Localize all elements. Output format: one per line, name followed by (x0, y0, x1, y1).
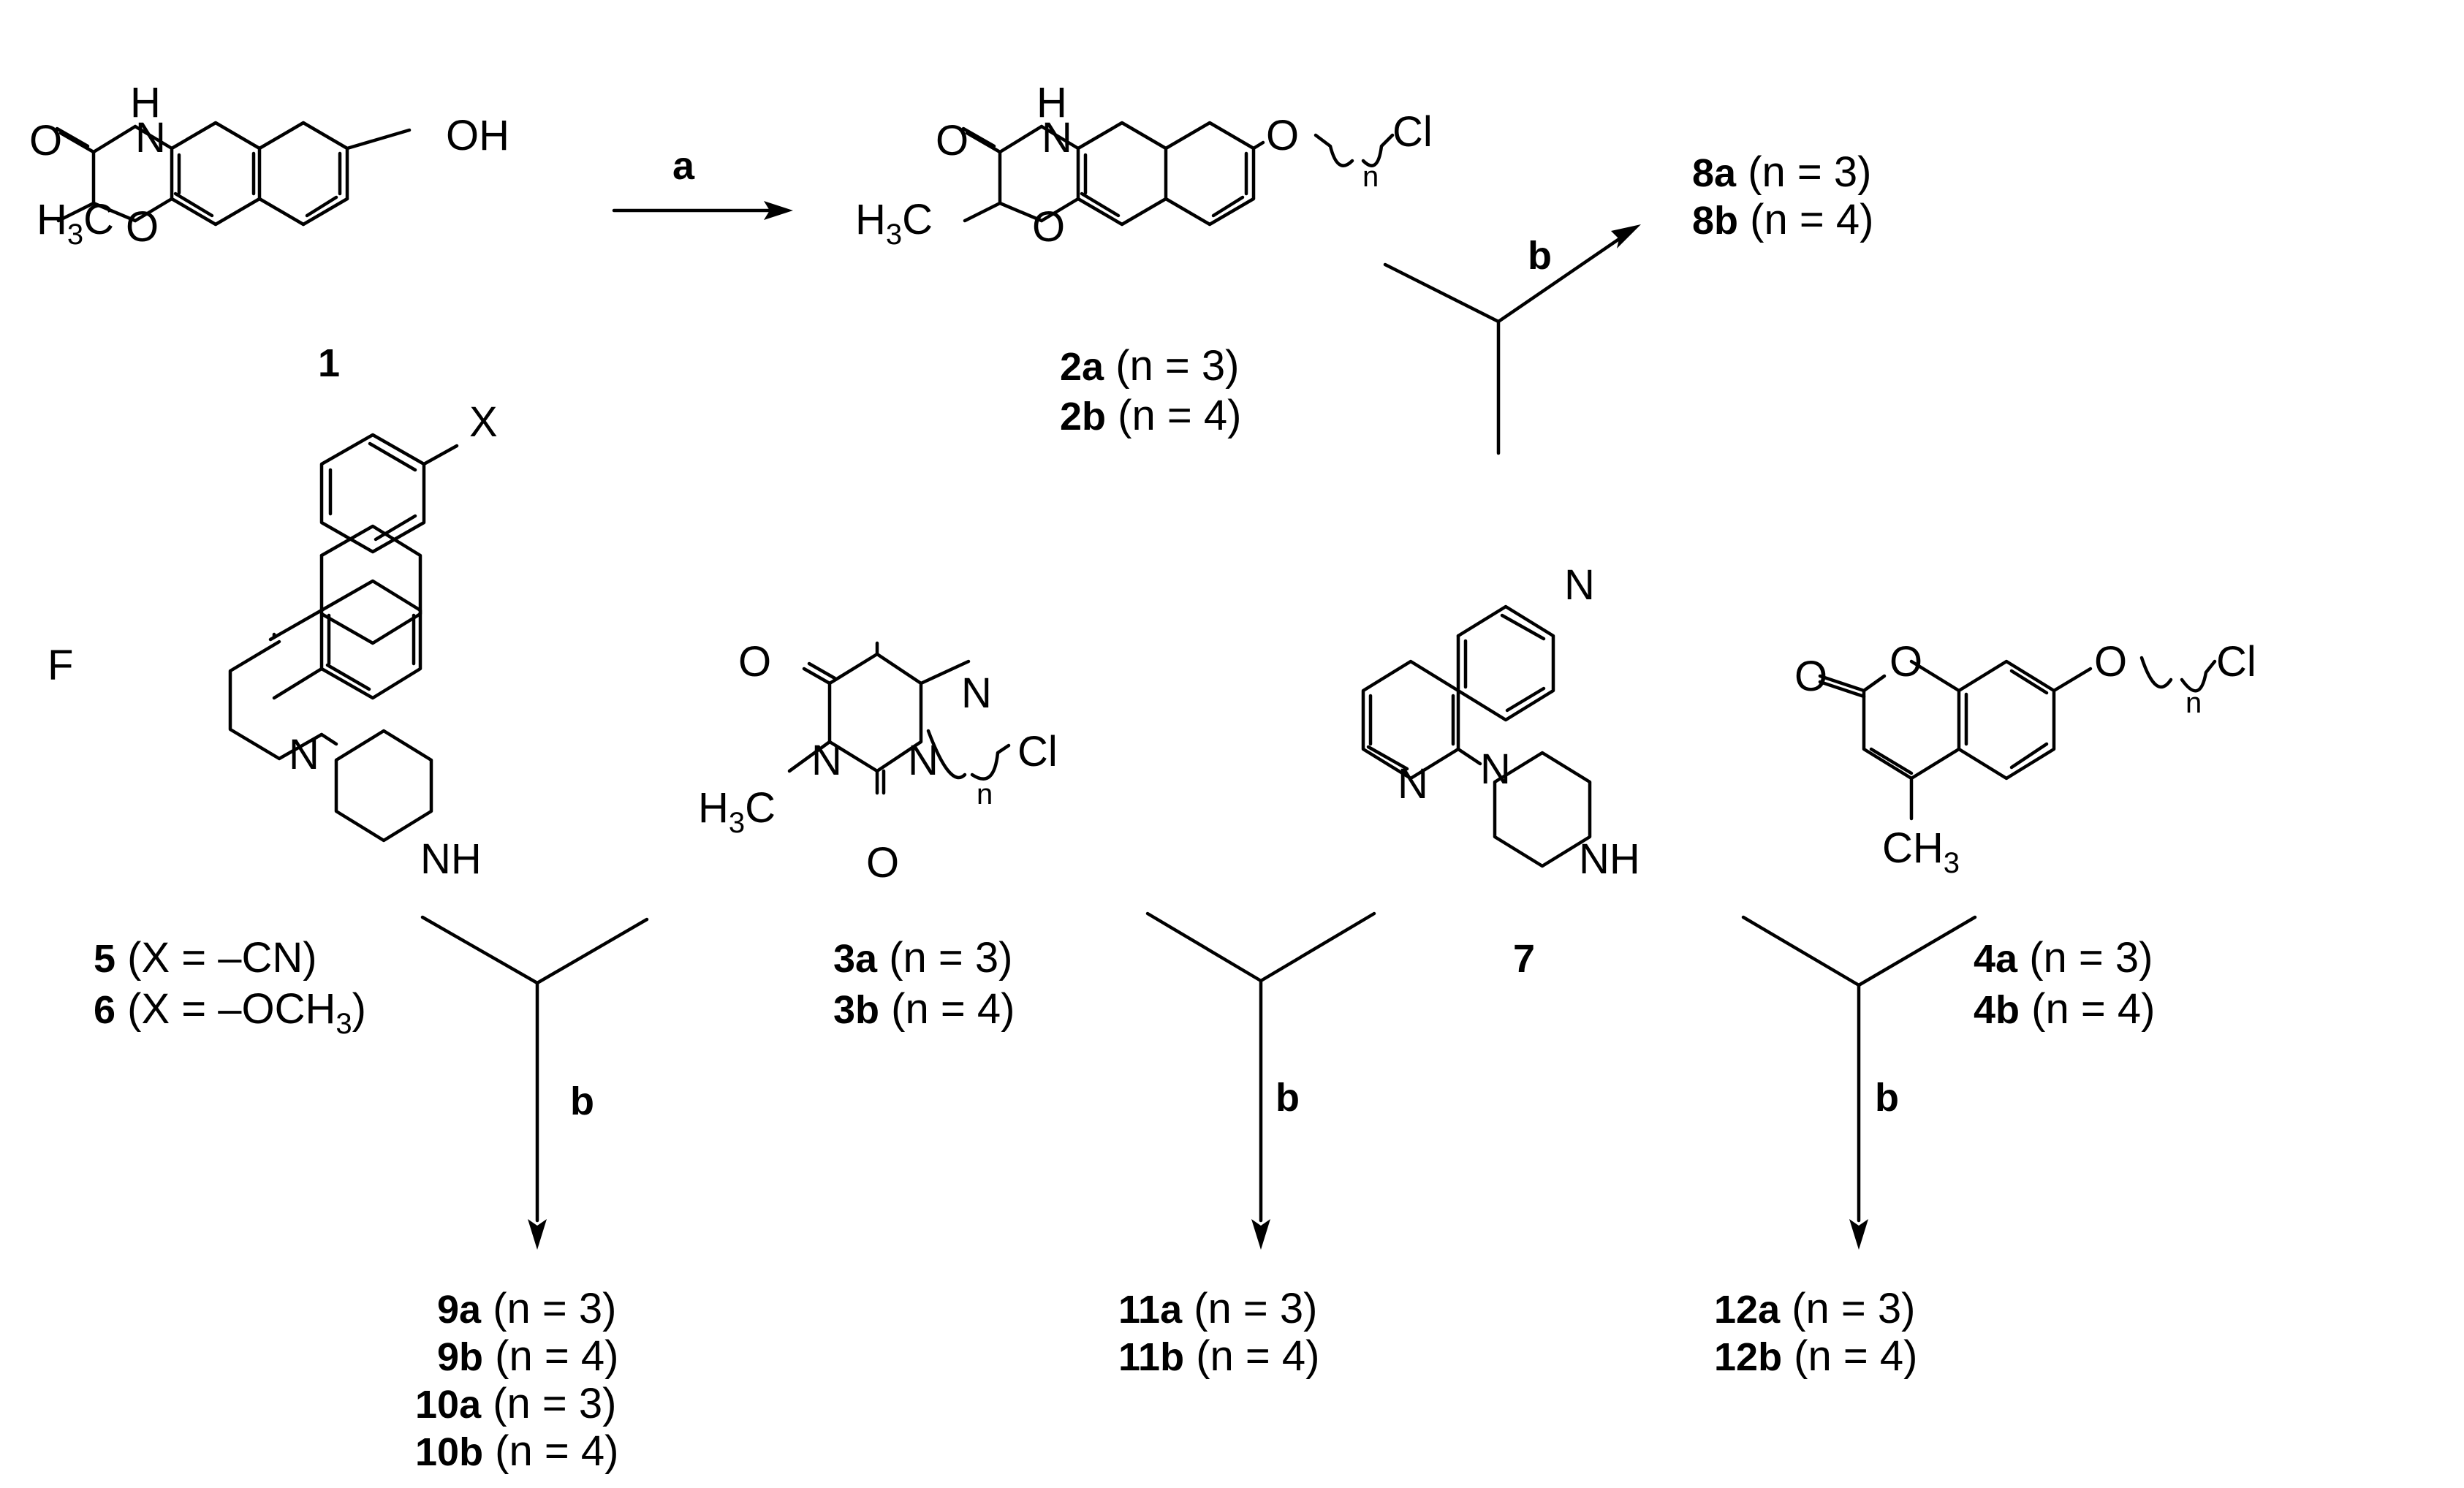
reagent-label-b-top: b (1528, 234, 1552, 278)
compound-label-6: 6 (X = –OCH3) (94, 985, 366, 1040)
atom-F-5: F (48, 642, 73, 689)
atom-O-b-3: O (866, 839, 899, 887)
reagent-label-b-right: b (1875, 1076, 1899, 1120)
atom-Cl-2: Cl (1392, 108, 1433, 156)
structure-compound-4 (1818, 656, 2217, 821)
atom-NH-7: NH (1579, 835, 1640, 883)
atom-N-5: N (289, 731, 319, 778)
atom-H3C-1: H3C (37, 196, 114, 251)
atom-O-carbonyl-2: O (936, 117, 968, 164)
arrow-b-to-8 (1383, 224, 1641, 455)
compound-label-11a: 11a (n = 3) (1118, 1285, 1317, 1332)
atom-NH-5: NH (420, 835, 482, 883)
atom-H3C-2: H3C (855, 196, 933, 251)
compound-label-4a: 4a (n = 3) (1974, 934, 2153, 982)
reagent-label-b-left: b (570, 1079, 594, 1123)
compound-label-7: 7 (1513, 937, 1535, 981)
structure-compound-3 (787, 641, 1011, 795)
atom-n-4: n (2186, 687, 2202, 719)
atom-O-ether-2: O (1266, 112, 1299, 159)
compound-label-2b: 2b (n = 4) (1060, 392, 1241, 439)
structure-compound-5-6 (228, 433, 459, 843)
atom-H3C-3: H3C (698, 784, 776, 839)
arrow-b-to-11 (1145, 911, 1376, 1250)
compound-label-4b: 4b (n = 4) (1974, 985, 2155, 1033)
compound-label-10b: 10b (n = 4) (415, 1427, 618, 1475)
atom-n-3: n (977, 778, 993, 811)
atom-O-carbonyl-4: O (1794, 653, 1827, 700)
atom-O-ring-1: O (126, 203, 159, 251)
compound-label-9b: 9b (n = 4) (437, 1332, 618, 1380)
atom-N-2: N (1042, 114, 1072, 162)
atom-N-pyridine-7: N (1398, 760, 1428, 808)
compound-label-12a: 12a (n = 3) (1714, 1285, 1915, 1332)
atom-n-2: n (1362, 161, 1379, 193)
compound-label-9a: 9a (n = 3) (437, 1285, 616, 1332)
compound-label-11b: 11b (n = 4) (1118, 1332, 1319, 1380)
structure-compound-1 (55, 121, 412, 227)
atom-N-b-3: N (908, 737, 939, 784)
arrow-b-to-9-10 (420, 915, 649, 1250)
compound-label-5: 5 (X = –CN) (94, 934, 317, 982)
compound-label-1: 1 (318, 341, 340, 385)
compound-label-2a: 2a (n = 3) (1060, 342, 1239, 390)
atom-OH-1: OH (446, 112, 509, 159)
compound-label-3b: 3b (n = 4) (833, 985, 1015, 1033)
structure-compound-7 (1361, 604, 1592, 868)
arrow-a (612, 201, 793, 220)
reagent-label-a: a (672, 144, 695, 188)
atom-O-ring-2: O (1032, 203, 1065, 251)
reagent-label-b-middle: b (1275, 1076, 1300, 1120)
atom-Cl-3: Cl (1017, 728, 1058, 775)
atom-CH3-4: CH3 (1882, 824, 1960, 879)
atom-Cl-4: Cl (2216, 638, 2256, 686)
compound-label-10a: 10a (n = 3) (415, 1380, 616, 1427)
compound-label-3a: 3a (n = 3) (833, 934, 1012, 982)
compound-label-12b: 12b (n = 4) (1714, 1332, 1917, 1380)
atom-N-a-3: N (961, 669, 992, 717)
atom-H-1: H (130, 79, 161, 126)
atom-X-5: X (469, 398, 498, 446)
compound-label-8a: 8a (n = 3) (1692, 148, 1871, 196)
atom-N-1: N (135, 114, 166, 162)
atom-O-carbonyl-1: O (29, 117, 62, 164)
structure-compound-2 (961, 121, 1395, 227)
atom-N-c-3: N (811, 737, 842, 784)
atom-N-pyridyl-7: N (1564, 561, 1595, 609)
atom-O-ring-4: O (1889, 638, 1922, 686)
atom-O-a-3: O (738, 638, 771, 686)
atom-H-2: H (1036, 79, 1067, 126)
arrow-b-to-12 (1741, 915, 1977, 1250)
atom-O-ether-4: O (2094, 638, 2127, 686)
atom-N-piperazine-7: N (1480, 745, 1511, 793)
compound-label-8b: 8b (n = 4) (1692, 196, 1873, 243)
